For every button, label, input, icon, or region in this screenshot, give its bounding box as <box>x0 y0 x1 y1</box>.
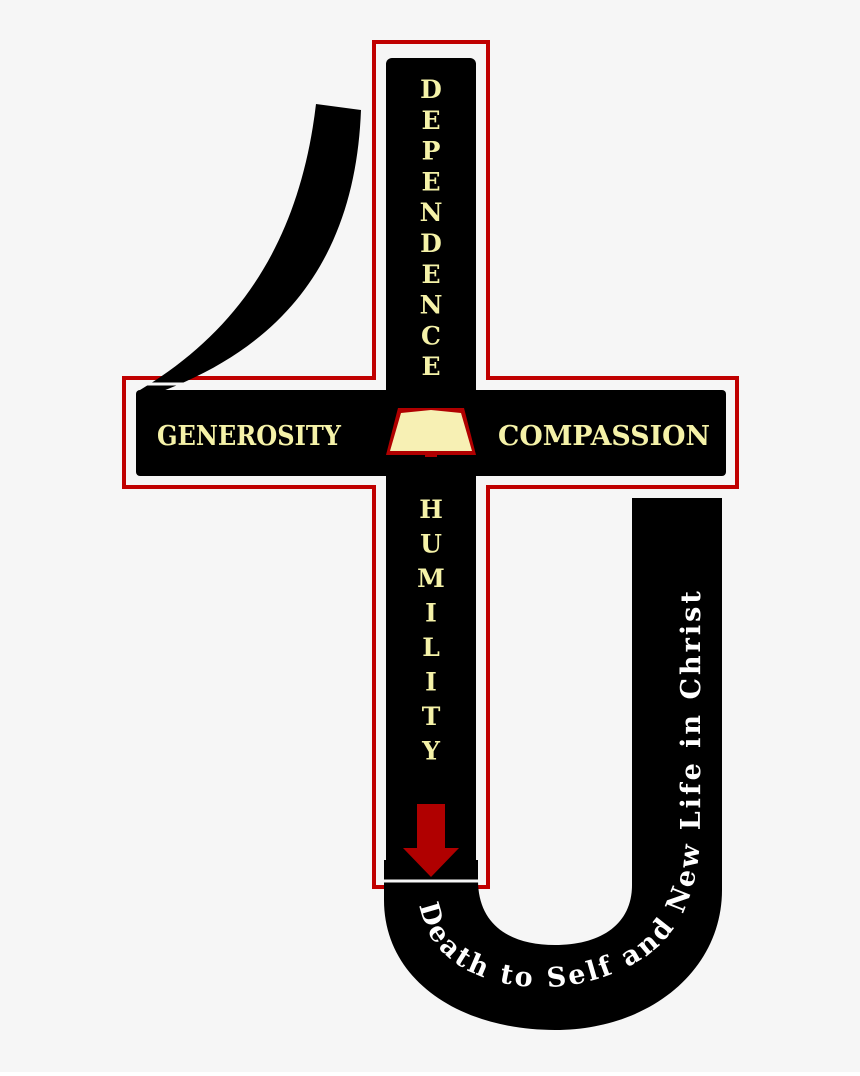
dependence-letter: E <box>421 106 440 135</box>
u-shape <box>384 498 722 1030</box>
dependence-letter: D <box>420 229 442 258</box>
humility-letter: T <box>422 702 441 731</box>
dependence-letter: D <box>420 75 442 104</box>
humility-letter: Y <box>421 737 441 766</box>
dependence-letter: N <box>420 291 443 320</box>
cross-red-outline <box>122 40 739 889</box>
dependence-letter: C <box>421 321 441 350</box>
down-arrow-icon <box>403 804 459 877</box>
open-book-icon <box>386 408 476 457</box>
dependence-letter: E <box>421 260 440 289</box>
humility-letter: H <box>419 495 443 524</box>
dependence-letter: N <box>420 198 443 227</box>
humility-letter: I <box>425 599 437 628</box>
humility-letter: L <box>422 633 440 662</box>
humility-letter: U <box>420 530 442 559</box>
dependence-letter: P <box>422 137 441 166</box>
dependence-letter: E <box>421 167 440 196</box>
label-generosity: GENEROSITY <box>157 421 342 452</box>
curved-stroke-left <box>140 104 361 392</box>
label-compassion: COMPASSION <box>498 421 710 452</box>
humility-letter: I <box>425 668 437 697</box>
dependence-letter: E <box>421 352 440 381</box>
humility-letter: M <box>417 564 445 593</box>
cross-inner-border <box>128 50 733 883</box>
